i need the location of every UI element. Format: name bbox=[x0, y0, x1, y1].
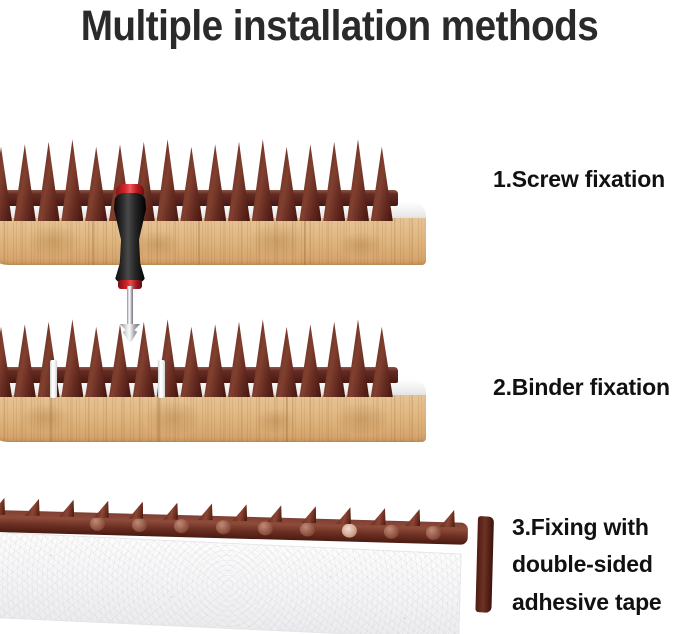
oak-wood-face bbox=[0, 395, 426, 442]
caption-line-2: double-sided bbox=[512, 551, 653, 578]
spike-front bbox=[0, 326, 12, 397]
mounting-hole bbox=[215, 520, 232, 535]
screwdriver-icon bbox=[107, 184, 153, 342]
screwdriver-shaft bbox=[127, 286, 133, 330]
spike-tape bbox=[24, 498, 40, 516]
spike-front bbox=[347, 139, 369, 221]
spike-front bbox=[61, 139, 84, 221]
mounting-hole bbox=[425, 525, 442, 541]
screwdriver-grip bbox=[114, 193, 146, 283]
spike-front bbox=[228, 321, 250, 397]
spike-tape bbox=[301, 506, 317, 524]
spike-tape bbox=[370, 508, 386, 526]
binder-strap bbox=[158, 360, 165, 398]
spike-front bbox=[109, 324, 131, 397]
spike-tape bbox=[232, 504, 248, 522]
spike-front bbox=[132, 321, 155, 397]
spike-tape bbox=[439, 510, 455, 528]
spike-front bbox=[347, 319, 369, 397]
mounting-hole bbox=[257, 521, 274, 536]
caption-line-1: 3.Fixing with bbox=[512, 514, 649, 540]
spike-front bbox=[13, 144, 36, 221]
caption-line-3: adhesive tape bbox=[512, 588, 662, 615]
caption-adhesive-tape: 3.Fixing with double-sided adhesive tape bbox=[512, 509, 679, 621]
spike-front bbox=[204, 324, 227, 397]
spike-front bbox=[275, 326, 298, 397]
method-panel-binder bbox=[0, 308, 470, 456]
mounting-hole bbox=[341, 523, 358, 538]
caption-binder-fixation: 2.Binder fixation bbox=[493, 374, 670, 400]
spike-tape bbox=[163, 502, 178, 520]
screwdriver-collar bbox=[118, 280, 142, 289]
spike-front bbox=[180, 146, 203, 221]
mounting-hole bbox=[299, 522, 316, 537]
spike-tape bbox=[128, 501, 144, 519]
caption-screw-fixation: 1.Screw fixation bbox=[493, 166, 665, 192]
spike-front bbox=[251, 139, 274, 221]
spike-front bbox=[228, 141, 250, 221]
spike-front bbox=[37, 141, 60, 221]
mounting-hole bbox=[173, 518, 190, 534]
spike-front bbox=[180, 326, 203, 397]
spike-tape bbox=[93, 500, 109, 518]
page-title: Multiple installation methods bbox=[80, 1, 599, 50]
spike-front bbox=[323, 321, 346, 397]
spike-front bbox=[85, 326, 108, 397]
mounting-hole bbox=[131, 517, 148, 533]
spike-front bbox=[299, 144, 322, 221]
spike-front bbox=[0, 146, 12, 221]
binder-strap bbox=[50, 360, 57, 398]
spike-front bbox=[85, 146, 108, 221]
method-panel-screw bbox=[0, 128, 470, 342]
method-panel-adhesive-tape bbox=[0, 492, 494, 634]
spike-front bbox=[275, 146, 298, 221]
spike-front bbox=[204, 144, 227, 221]
spike-tape bbox=[59, 499, 75, 517]
oak-wood-face bbox=[0, 218, 426, 265]
strip-end-cap bbox=[475, 516, 494, 613]
spike-front bbox=[61, 319, 84, 397]
spike-tape bbox=[197, 503, 213, 521]
spike-front bbox=[299, 324, 322, 397]
spike-front bbox=[370, 326, 393, 397]
spike-front bbox=[13, 324, 36, 397]
spike-front bbox=[370, 146, 393, 221]
double-sided-adhesive-tape bbox=[0, 532, 462, 634]
spike-tape bbox=[336, 507, 351, 525]
spike-tape bbox=[0, 497, 5, 515]
mounting-hole bbox=[89, 516, 106, 531]
spike-front bbox=[323, 141, 346, 221]
mounting-hole bbox=[383, 524, 400, 539]
spike-tape bbox=[405, 509, 421, 527]
spike-front bbox=[251, 319, 274, 397]
spike-front bbox=[156, 139, 179, 221]
spike-tape bbox=[266, 505, 282, 523]
